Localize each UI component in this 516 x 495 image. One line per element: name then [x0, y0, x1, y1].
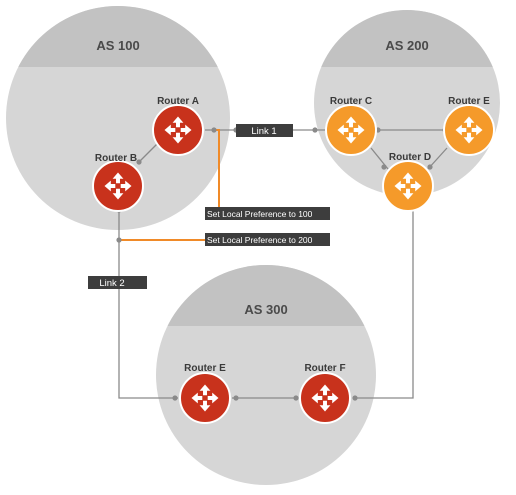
svg-text:Router E: Router E: [184, 363, 226, 374]
svg-text:Router F: Router F: [304, 363, 345, 374]
router-as200-e[interactable]: Router E: [443, 96, 495, 156]
link2-label: Link 2: [88, 276, 147, 289]
link1-label: Link 1: [236, 124, 293, 137]
svg-text:Router A: Router A: [157, 96, 199, 107]
router-as300-e[interactable]: Router E: [179, 363, 231, 424]
svg-text:Router E: Router E: [448, 96, 490, 107]
policy-tag-pref200: Set Local Preference to 200: [205, 233, 330, 246]
svg-text:Set Local Preference to 100: Set Local Preference to 100: [207, 209, 313, 219]
connector-a-b: [137, 142, 159, 164]
as100-title: AS 100: [96, 38, 139, 53]
connector-f-d: [353, 206, 414, 399]
as100-region: AS 100: [6, 6, 230, 230]
svg-text:Router B: Router B: [95, 153, 137, 164]
svg-text:Set Local Preference to 200: Set Local Preference to 200: [207, 235, 313, 245]
as200-title: AS 200: [385, 38, 428, 53]
policy-tag-pref100: Set Local Preference to 100: [205, 207, 330, 220]
as300-title: AS 300: [244, 302, 287, 317]
router-as100-a[interactable]: Router A: [152, 96, 204, 156]
router-as200-c[interactable]: Router C: [325, 96, 377, 156]
router-as100-b[interactable]: Router B: [92, 153, 144, 212]
svg-text:Link 1: Link 1: [251, 126, 276, 137]
svg-text:Link 2: Link 2: [99, 278, 124, 289]
svg-text:Router C: Router C: [330, 96, 372, 107]
router-as200-d[interactable]: Router D: [382, 152, 434, 212]
connector-b-link2-e: [118, 208, 178, 399]
router-as300-f[interactable]: Router F: [299, 363, 351, 424]
svg-text:Router D: Router D: [389, 152, 431, 163]
